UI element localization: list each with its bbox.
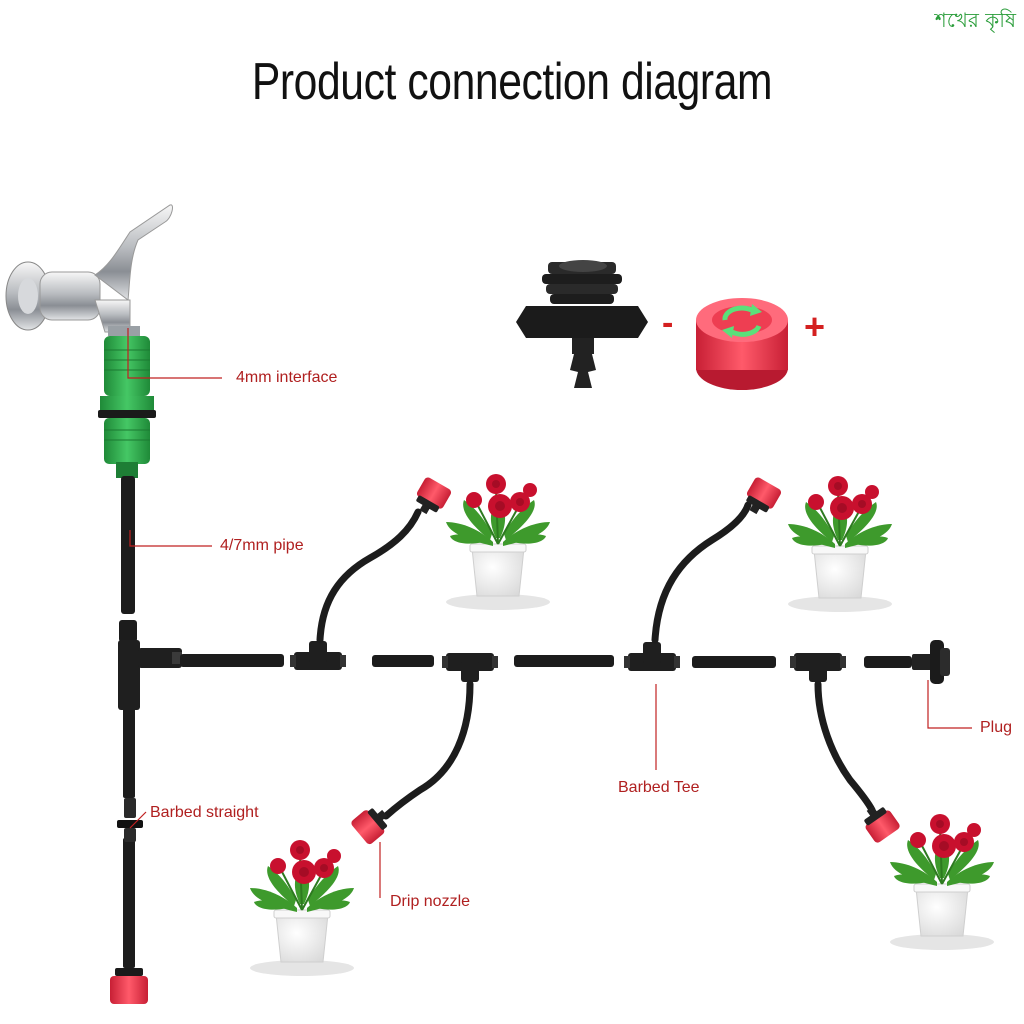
interface-connector [98, 336, 156, 478]
minus-sign: - [662, 304, 674, 342]
main-pipe [119, 476, 137, 968]
barbed-straight-connector [117, 798, 143, 842]
label-interface: 4mm interface [236, 369, 338, 386]
leader-lines [127, 328, 972, 898]
plus-sign: + [804, 306, 826, 347]
drip-head-red [696, 298, 788, 390]
drip-nozzle-4 [857, 799, 902, 845]
main-tee [118, 640, 182, 710]
label-pipe: 4/7mm pipe [220, 537, 304, 554]
drip-nozzle-3 [349, 801, 395, 846]
drip-head-black [516, 260, 648, 388]
faucet [5, 204, 173, 336]
label-barbed-straight: Barbed straight [150, 804, 259, 821]
end-cap [110, 968, 148, 1004]
horizontal-line [180, 654, 912, 668]
potted-rose-1 [445, 473, 551, 611]
watermark-logo: শখের কৃষি [934, 8, 1016, 32]
potted-rose-4 [889, 813, 995, 951]
plug [912, 640, 950, 684]
potted-rose-3 [249, 839, 355, 977]
potted-rose-2 [787, 475, 893, 613]
page-title: Product connection diagram [251, 53, 773, 111]
tee-4 [790, 653, 846, 682]
label-plug: Plug [980, 719, 1013, 736]
barbed-tee [624, 642, 680, 671]
tee-2 [442, 653, 498, 682]
label-barbed-tee: Barbed Tee [618, 779, 700, 796]
branch-tubes [316, 501, 876, 820]
label-drip-nozzle: Drip nozzle [390, 893, 471, 910]
tee-1 [290, 641, 346, 670]
